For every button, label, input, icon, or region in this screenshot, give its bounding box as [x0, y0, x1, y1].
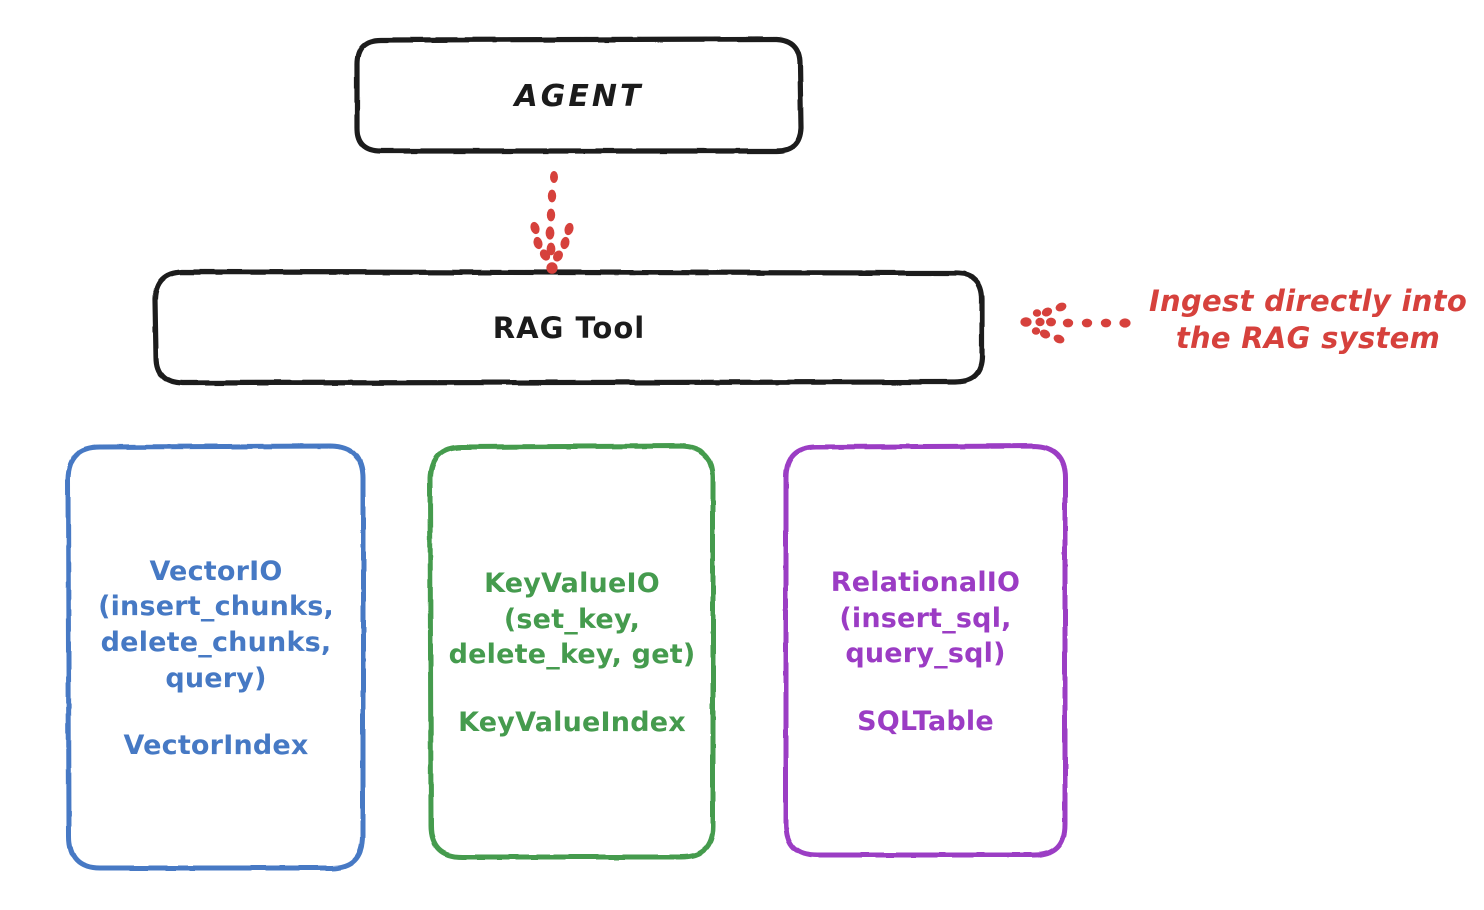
ingest-annotation-label: Ingest directly into the RAG system	[1148, 284, 1468, 356]
keyvalueio-box-content[interactable]: KeyValueIO (set_key, delete_key, get) Ke…	[425, 447, 719, 857]
relationalio-title: RelationalIO (insert_sql, query_sql)	[830, 567, 1021, 670]
rag-tool-box-label[interactable]: RAG Tool	[492, 310, 646, 345]
vectorio-title: VectorIO (insert_chunks, delete_chunks, …	[98, 555, 334, 694]
vectorio-index-label: VectorIndex	[123, 730, 309, 762]
relationalio-index-label: SQLTable	[857, 705, 994, 737]
agent-box-label[interactable]: AGENT	[514, 78, 644, 114]
ingest-to-rag-dotted-arrow	[1020, 302, 1131, 344]
vectorio-box-content[interactable]: VectorIO (insert_chunks, delete_chunks, …	[68, 447, 364, 868]
agent-to-rag-dotted-arrow	[530, 171, 574, 274]
keyvalueio-index-label: KeyValueIndex	[458, 706, 686, 738]
relationalio-box-content[interactable]: RelationalIO (insert_sql, query_sql) SQL…	[786, 447, 1065, 855]
keyvalueio-title: KeyValueIO (set_key, delete_key, get)	[448, 568, 696, 671]
